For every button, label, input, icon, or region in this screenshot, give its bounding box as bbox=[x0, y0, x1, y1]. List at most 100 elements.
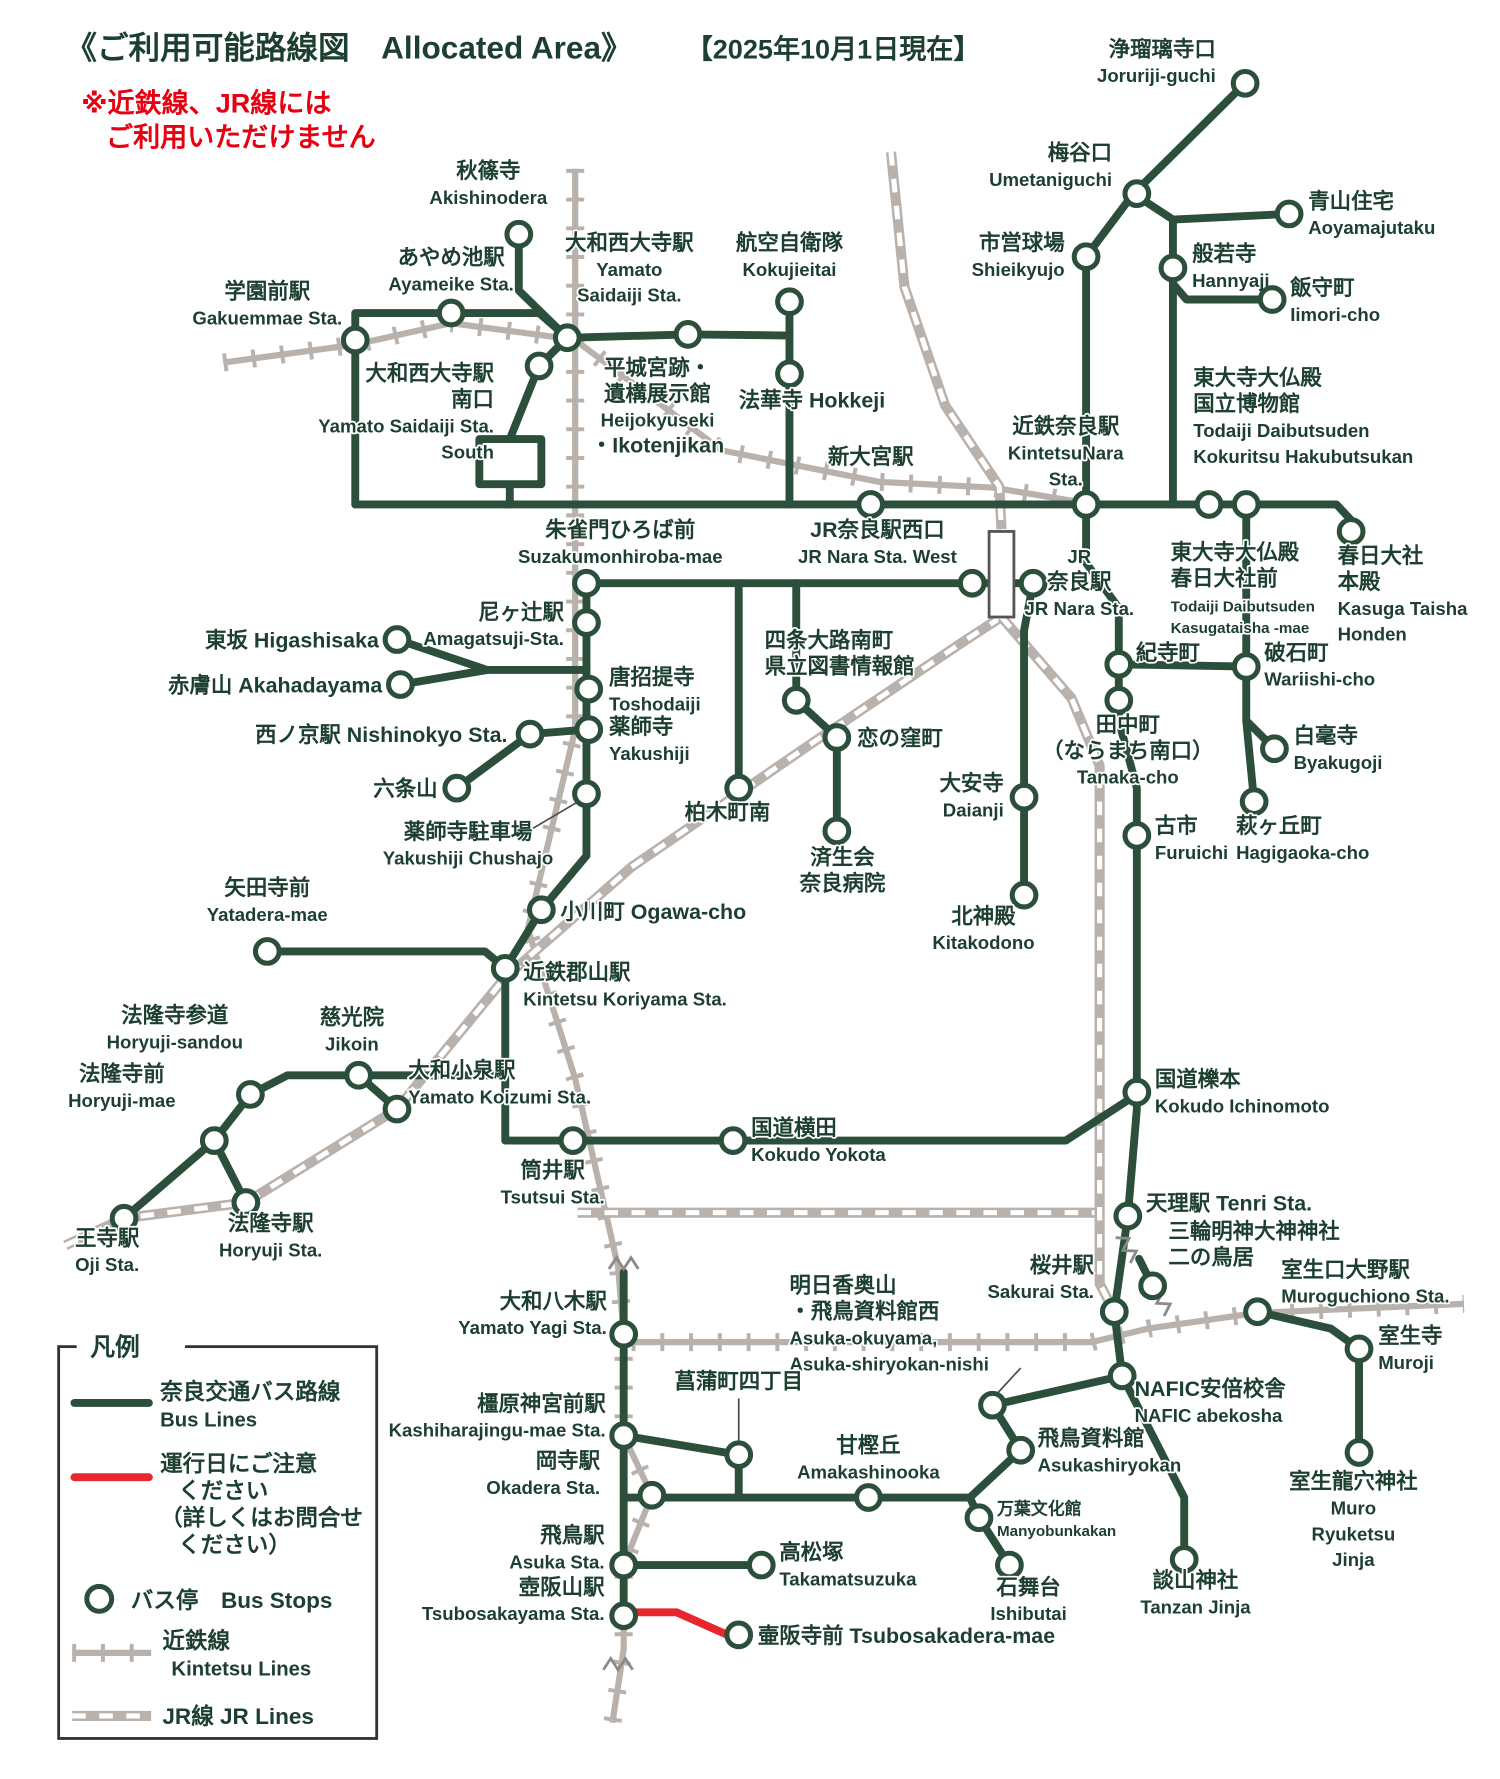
map-title-date: 【2025年10月1日現在】 bbox=[686, 34, 981, 65]
bus-route bbox=[514, 230, 572, 342]
bus-route bbox=[501, 964, 738, 1145]
legend: 凡例 奈良交通バス路線 Bus Lines 運行日にご注意 ください （詳しくは… bbox=[57, 1332, 379, 1740]
bus-stop-marker bbox=[1071, 490, 1101, 519]
bus-stop-marker bbox=[1009, 880, 1039, 910]
station-koinokubo: 恋の窪町 bbox=[822, 723, 945, 752]
bus-stop-marker bbox=[1257, 285, 1287, 314]
legend-caution-line3: （詳しくはお問合せ bbox=[160, 1505, 363, 1531]
bus-stop-marker bbox=[609, 1601, 639, 1631]
bus-stop-marker bbox=[1071, 242, 1101, 272]
route-break-mark bbox=[602, 1655, 634, 1673]
legend-bus-label-en: Bus Lines bbox=[160, 1410, 257, 1432]
bus-stop-marker bbox=[574, 674, 604, 704]
bus-route bbox=[1020, 579, 1038, 900]
bus-stop-marker bbox=[344, 1060, 374, 1090]
jr-nara-station-box bbox=[987, 530, 1016, 619]
station-label: 東坂 Higashisaka bbox=[205, 628, 380, 652]
bus-stop-marker bbox=[436, 298, 466, 328]
bus-stop-marker bbox=[1194, 490, 1224, 519]
bus-route bbox=[792, 579, 841, 835]
bus-stop-marker bbox=[552, 323, 582, 353]
bus-stop-marker bbox=[1122, 821, 1152, 850]
station-label: 西ノ京駅 Nishinokyo Sta. bbox=[255, 722, 507, 747]
bus-stop-marker bbox=[724, 1620, 754, 1650]
bus-route bbox=[1253, 1307, 1363, 1457]
bus-stop-marker bbox=[978, 1390, 1007, 1420]
bus-stop-marker bbox=[637, 1480, 667, 1510]
legend-caution-line4: ください） bbox=[178, 1533, 291, 1558]
station-ogawa-cho: 小川町 Ogawa-cho bbox=[526, 895, 748, 925]
station-shobucho-4chome: 菖蒲町四丁目 bbox=[673, 1368, 805, 1470]
bus-stop-marker bbox=[1344, 1334, 1374, 1364]
restriction-note-line1: ※近鉄線、JR線には bbox=[81, 88, 331, 119]
bus-stop-marker bbox=[252, 937, 282, 966]
bus-stop-marker bbox=[1009, 782, 1039, 812]
bus-stop-marker bbox=[1260, 734, 1289, 764]
bus-stop-marker bbox=[442, 773, 472, 803]
bus-stop-marker bbox=[199, 1126, 229, 1155]
station-tsubosakadera-mae: 壷阪寺前 Tsubosakadera-mae bbox=[724, 1620, 1057, 1650]
bus-stop-marker bbox=[558, 1126, 588, 1155]
bus-stop-marker bbox=[1122, 179, 1152, 209]
station-label: 済生会奈良病院 bbox=[799, 845, 886, 896]
bus-stop-marker bbox=[1231, 490, 1261, 519]
bus-stop-marker bbox=[1274, 199, 1304, 229]
station-rokujoyama: 六条山 bbox=[372, 773, 472, 803]
bus-stop-marker bbox=[1107, 1361, 1137, 1391]
station-tanaka-cho: 田中町（ならまち南口）Tanaka-cho bbox=[1040, 685, 1215, 789]
station-kiji-cho: 紀寺町 bbox=[1104, 638, 1202, 679]
bus-stop-marker bbox=[724, 773, 754, 803]
bus-stop-marker bbox=[718, 1126, 748, 1155]
station-label: 壷阪寺前 Tsubosakadera-mae bbox=[758, 1623, 1055, 1648]
station-label: 柏木町南 bbox=[685, 800, 771, 825]
bus-stop-marker bbox=[673, 320, 703, 349]
bus-stop-marker bbox=[822, 723, 852, 752]
station-label: 田中町（ならまち南口）Tanaka-cho bbox=[1042, 713, 1213, 788]
bus-stop-marker bbox=[382, 1094, 412, 1124]
label-pointer-line bbox=[531, 798, 583, 830]
bus-route bbox=[263, 947, 510, 973]
bus-stop-marker bbox=[1122, 1077, 1152, 1107]
station-label: 恋の窪町 bbox=[857, 725, 943, 750]
station-kashiwagi-cho-minami: 柏木町南 bbox=[683, 773, 772, 826]
bus-stop-marker bbox=[995, 1550, 1024, 1580]
